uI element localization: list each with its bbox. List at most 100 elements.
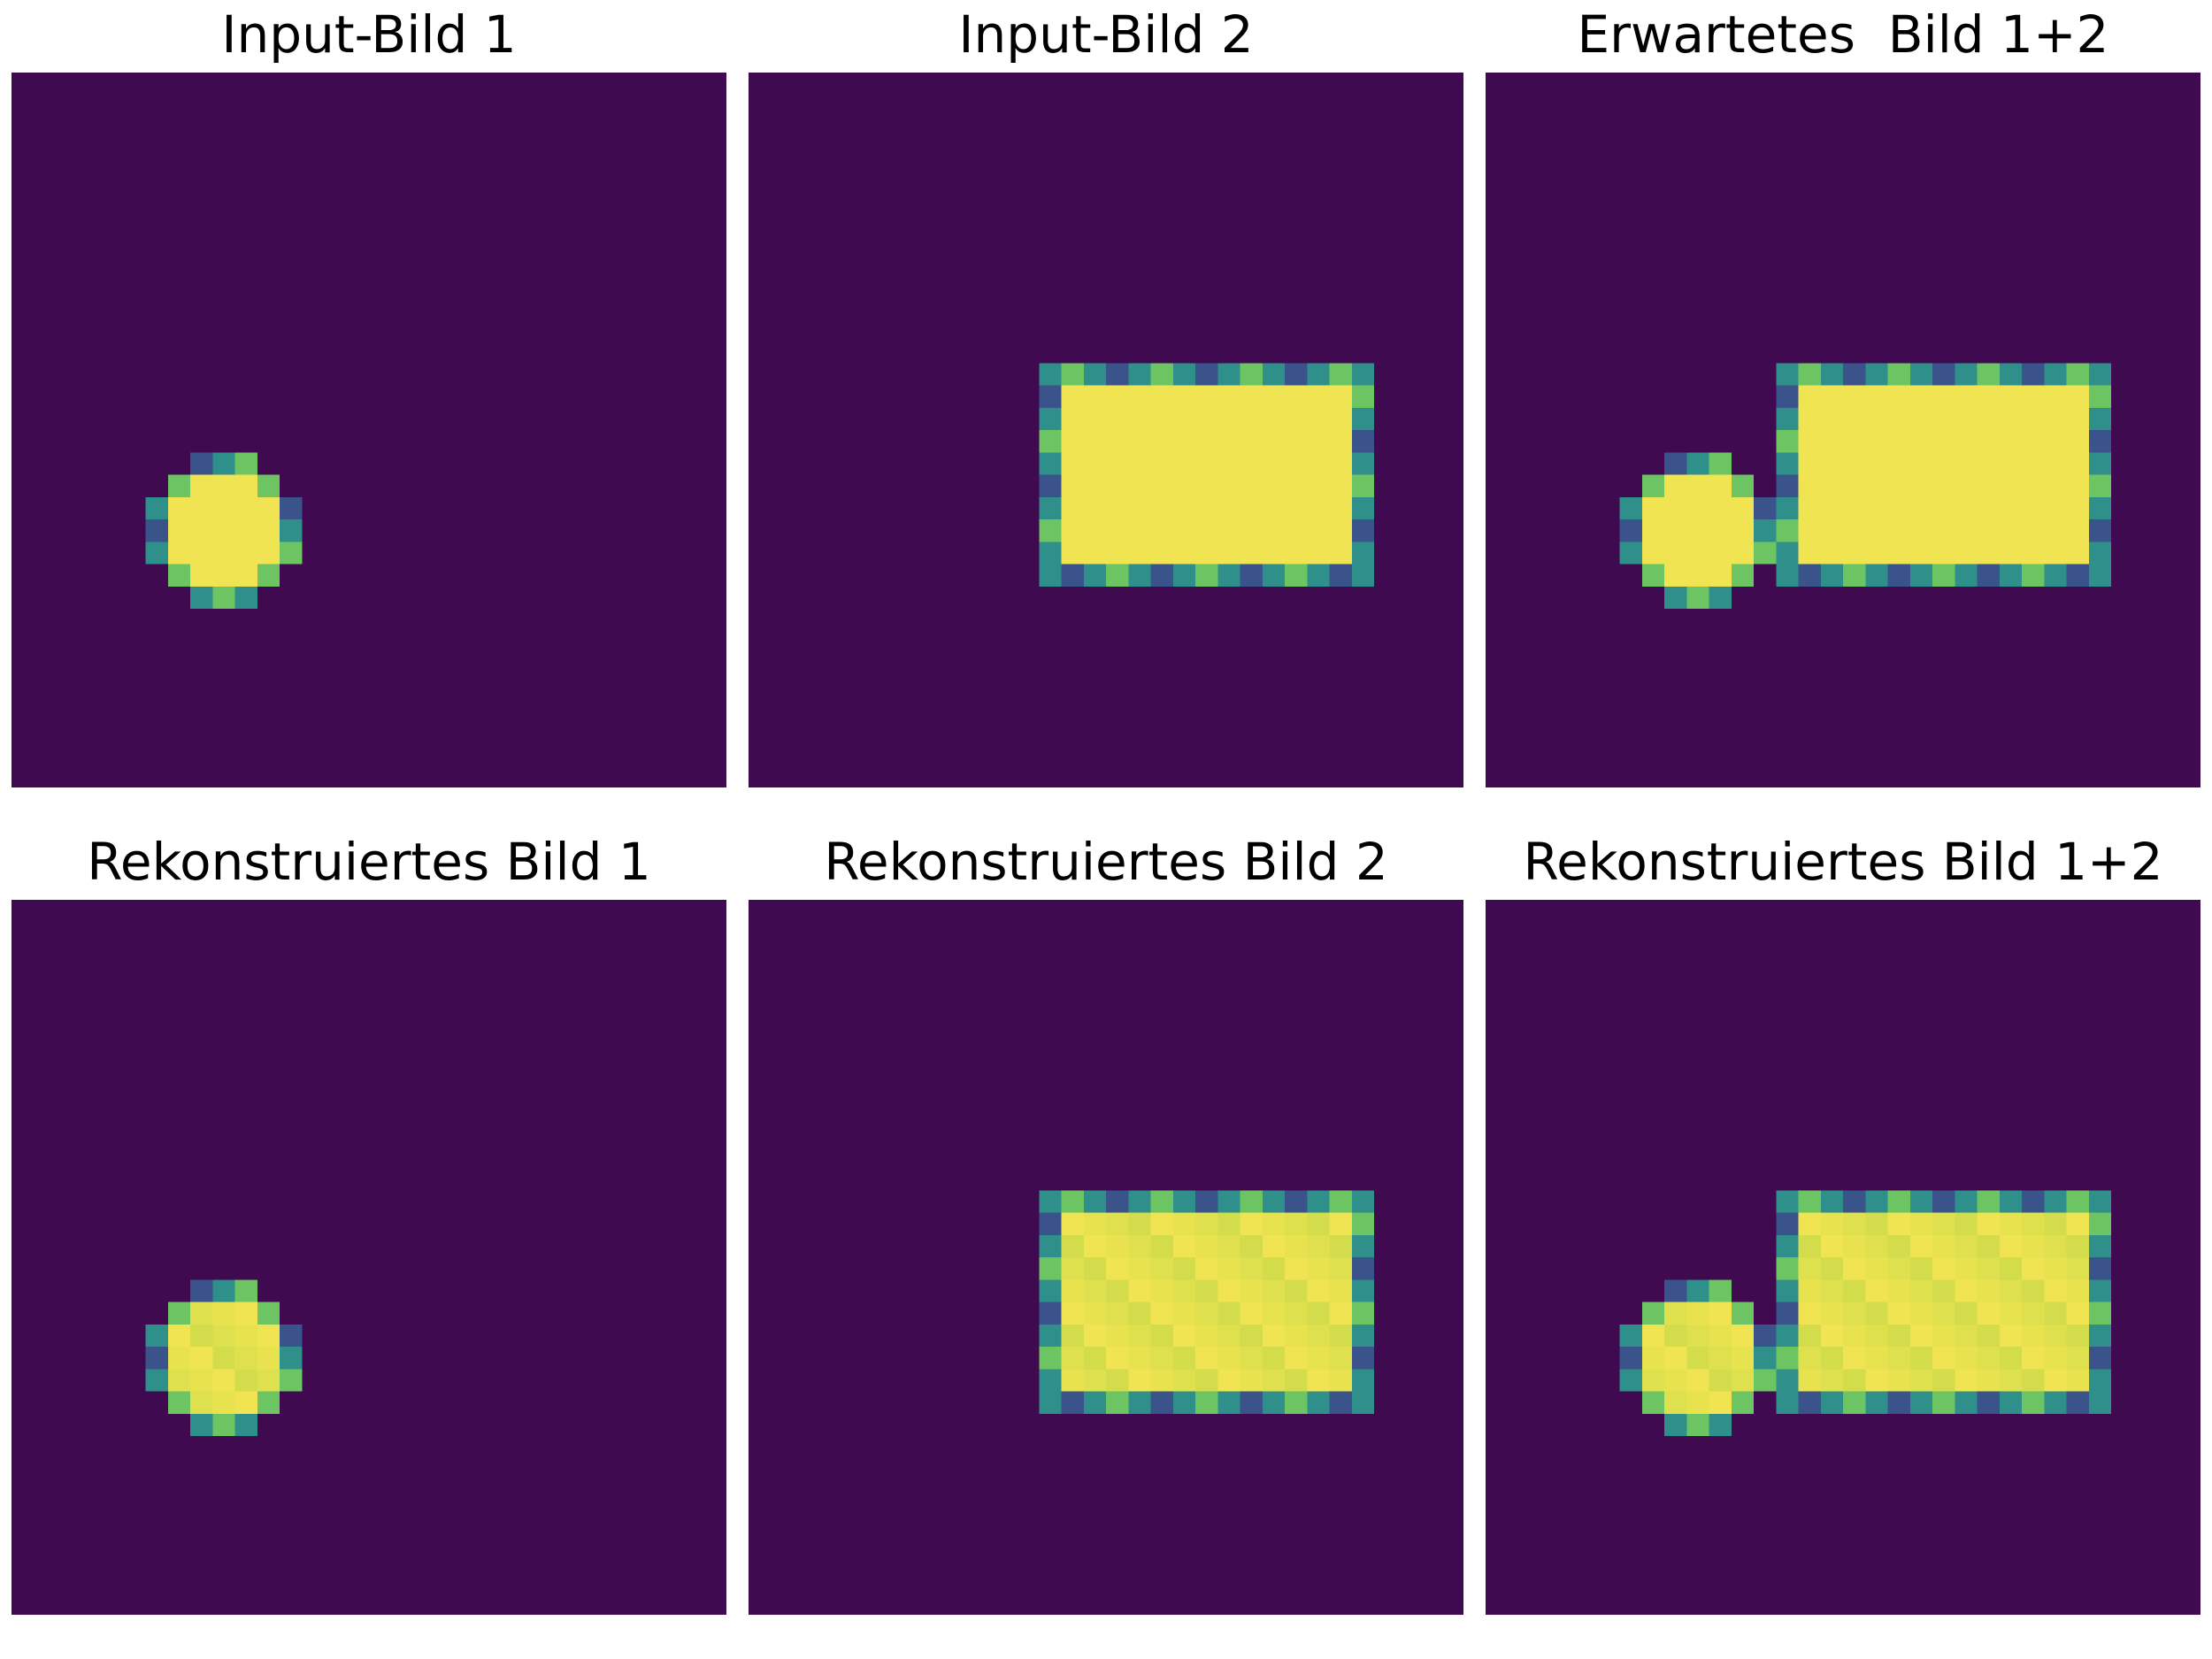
rect-fill-pixel (1172, 1212, 1195, 1235)
rect-fill-pixel (1865, 519, 1888, 542)
rect-fill-pixel (1262, 1369, 1285, 1392)
circle-edge-pixel (145, 519, 168, 542)
circle-fill-pixel (234, 541, 257, 565)
circle-fill-pixel (234, 1302, 257, 1325)
image-input-1 (12, 73, 726, 787)
rect-fill-pixel (1977, 541, 2000, 565)
panel-title: Rekonstruiertes Bild 1+2 (1523, 832, 2163, 892)
rect-fill-pixel (1843, 1212, 1866, 1235)
rect-fill-pixel (1106, 1257, 1129, 1280)
rect-fill-pixel (1217, 1212, 1240, 1235)
rect-fill-pixel (1999, 1369, 2022, 1392)
rect-fill-pixel (1307, 1324, 1330, 1347)
rect-edge-pixel (1977, 564, 2000, 587)
rect-edge-pixel (1039, 519, 1062, 542)
rect-edge-pixel (1932, 1190, 1955, 1213)
rect-edge-pixel (1039, 1369, 1062, 1392)
rect-edge-pixel (1106, 1190, 1129, 1213)
rect-fill-pixel (1307, 1212, 1330, 1235)
rect-fill-pixel (1820, 474, 1843, 497)
rect-fill-pixel (1977, 452, 2000, 475)
rect-fill-pixel (1262, 1212, 1285, 1235)
circle-edge-pixel (1731, 1302, 1754, 1325)
circle-edge-pixel (1619, 519, 1642, 542)
rect-fill-pixel (1909, 407, 1932, 430)
rect-fill-pixel (1240, 474, 1263, 497)
rect-fill-pixel (1887, 519, 1910, 542)
circle-edge-pixel (212, 1279, 235, 1302)
rect-edge-pixel (1820, 363, 1843, 386)
rect-edge-pixel (1039, 1234, 1062, 1257)
circle-fill-pixel (234, 1347, 257, 1370)
rect-edge-pixel (1909, 1391, 1932, 1414)
rect-fill-pixel (1909, 519, 1932, 542)
rect-edge-pixel (1865, 1391, 1888, 1414)
rect-fill-pixel (1329, 1279, 1352, 1302)
rect-fill-pixel (2066, 1257, 2089, 1280)
circle-edge-pixel (1731, 474, 1754, 497)
rect-edge-pixel (1351, 1369, 1374, 1392)
rect-fill-pixel (1195, 1369, 1218, 1392)
rect-edge-pixel (1820, 1391, 1843, 1414)
rect-edge-pixel (1217, 1190, 1240, 1213)
rect-edge-pixel (1039, 1279, 1062, 1302)
rect-edge-pixel (1776, 496, 1799, 519)
rect-fill-pixel (1865, 1347, 1888, 1370)
rect-edge-pixel (1083, 564, 1106, 587)
rect-fill-pixel (1240, 430, 1263, 453)
rect-fill-pixel (2066, 452, 2089, 475)
rect-edge-pixel (1820, 1190, 1843, 1213)
circle-fill-pixel (212, 519, 235, 542)
circle-edge-pixel (280, 519, 303, 542)
circle-edge-pixel (1641, 1302, 1664, 1325)
rect-edge-pixel (1977, 363, 2000, 386)
rect-fill-pixel (1285, 1234, 1308, 1257)
rect-edge-pixel (1150, 363, 1173, 386)
rect-edge-pixel (1172, 564, 1195, 587)
rect-fill-pixel (1083, 452, 1106, 475)
rect-edge-pixel (2088, 1257, 2111, 1280)
rect-edge-pixel (1351, 385, 1374, 408)
rect-fill-pixel (1843, 496, 1866, 519)
rect-edge-pixel (1307, 1190, 1330, 1213)
rect-edge-pixel (1776, 385, 1799, 408)
rect-edge-pixel (1329, 1190, 1352, 1213)
rect-edge-pixel (1285, 1391, 1308, 1414)
rect-fill-pixel (1083, 1302, 1106, 1325)
rect-fill-pixel (1977, 430, 2000, 453)
rect-fill-pixel (1955, 452, 1978, 475)
rect-fill-pixel (1329, 430, 1352, 453)
rect-edge-pixel (1977, 1190, 2000, 1213)
rect-fill-pixel (1307, 430, 1330, 453)
rect-fill-pixel (1798, 385, 1821, 408)
rect-edge-pixel (1217, 363, 1240, 386)
rect-edge-pixel (1776, 452, 1799, 475)
circle-fill-pixel (1664, 541, 1687, 565)
rect-fill-pixel (1150, 1279, 1173, 1302)
rect-fill-pixel (2022, 1347, 2045, 1370)
rect-fill-pixel (1887, 1279, 1910, 1302)
rect-fill-pixel (1217, 1369, 1240, 1392)
rect-edge-pixel (1329, 363, 1352, 386)
circle-fill-pixel (190, 519, 213, 542)
rect-edge-pixel (1106, 564, 1129, 587)
rect-fill-pixel (2022, 407, 2045, 430)
rect-fill-pixel (1955, 1369, 1978, 1392)
rect-fill-pixel (1083, 1369, 1106, 1392)
rect-edge-pixel (1128, 1190, 1151, 1213)
rect-edge-pixel (2066, 1190, 2089, 1213)
circle-fill-pixel (167, 1369, 190, 1392)
rect-fill-pixel (1285, 496, 1308, 519)
circle-edge-pixel (1619, 1369, 1642, 1392)
rect-fill-pixel (1061, 385, 1084, 408)
rect-fill-pixel (1999, 385, 2022, 408)
rect-edge-pixel (1776, 1257, 1799, 1280)
rect-edge-pixel (1061, 1391, 1084, 1414)
rect-edge-pixel (2088, 1369, 2111, 1392)
rect-fill-pixel (1195, 1302, 1218, 1325)
rect-fill-pixel (1932, 430, 1955, 453)
rect-fill-pixel (1820, 430, 1843, 453)
rect-fill-pixel (1909, 496, 1932, 519)
rect-fill-pixel (1909, 1279, 1932, 1302)
circle-edge-pixel (1619, 541, 1642, 565)
